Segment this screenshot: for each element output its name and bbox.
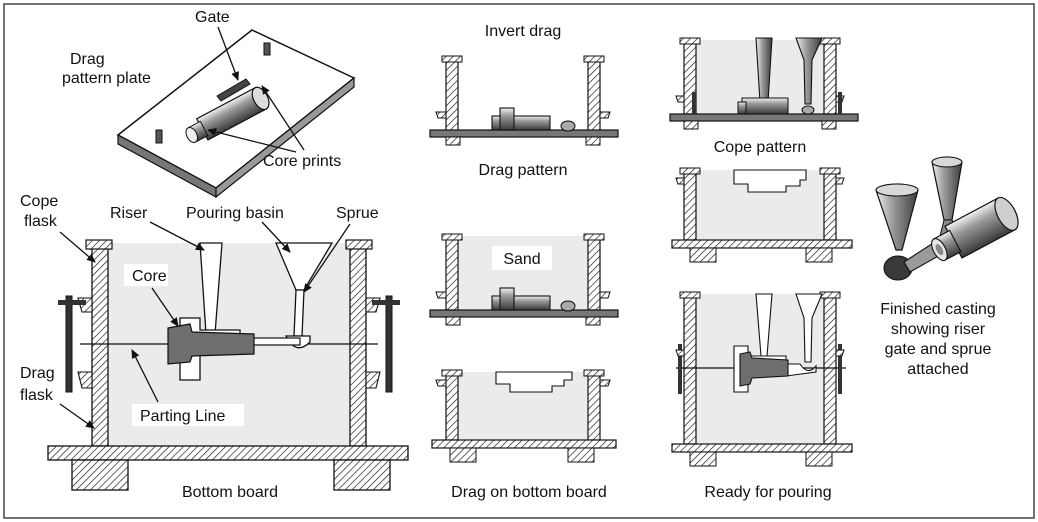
sprue-label: Sprue bbox=[336, 205, 379, 222]
drag-flask-arrow bbox=[59, 403, 95, 429]
pouring-basin-label: Pouring basin bbox=[186, 205, 284, 222]
step-cope-on-board bbox=[671, 167, 853, 263]
drag-flask-label-1: Drag bbox=[20, 365, 55, 382]
finished-casting-illustration bbox=[875, 156, 1019, 281]
step-drag-pattern bbox=[429, 55, 619, 146]
core-arrow bbox=[151, 287, 179, 327]
riser-label: Riser bbox=[110, 205, 148, 222]
gate-arrow bbox=[217, 26, 239, 81]
core-prints-arrow-1 bbox=[261, 85, 305, 151]
step-sand bbox=[429, 233, 619, 326]
finished-casting-label-2: showing riser bbox=[891, 321, 986, 338]
cope-flask-arrow bbox=[59, 231, 96, 263]
drag-on-bottom-board-label: Drag on bottom board bbox=[451, 484, 607, 501]
bottom-board-label: Bottom board bbox=[182, 484, 278, 501]
sprue-arrow bbox=[303, 223, 351, 293]
core-prints-label: Core prints bbox=[263, 153, 341, 170]
drag-flask-label-2: flask bbox=[20, 387, 54, 404]
core-prints-arrow-2 bbox=[207, 128, 297, 153]
step-ready-for-pouring bbox=[671, 291, 853, 467]
drag-pattern-cylinder bbox=[185, 86, 270, 143]
step-drag-on-bottom-board bbox=[431, 369, 617, 463]
core-shape bbox=[167, 323, 255, 365]
riser-arrow bbox=[149, 221, 205, 251]
sand-label: Sand bbox=[503, 251, 540, 268]
finished-casting-label-3: gate and sprue bbox=[885, 341, 992, 358]
drag-pattern-plate bbox=[116, 29, 356, 199]
finished-casting-label-4: attached bbox=[907, 361, 968, 378]
finished-casting-label-1: Finished casting bbox=[880, 301, 996, 318]
main-mold bbox=[47, 239, 409, 491]
gate-label: Gate bbox=[195, 9, 230, 26]
parting-line-label: Parting Line bbox=[140, 408, 225, 425]
cope-flask-label-1: Cope bbox=[20, 193, 58, 210]
drag-pattern-label: Drag pattern bbox=[479, 162, 568, 179]
ready-for-pouring-label: Ready for pouring bbox=[704, 484, 831, 501]
drag-pattern-plate-label-2: pattern plate bbox=[62, 70, 151, 87]
cope-pattern-label: Cope pattern bbox=[714, 139, 807, 156]
drag-pattern-plate-label-1: Drag bbox=[70, 51, 105, 68]
step-cope-pattern bbox=[669, 37, 859, 130]
pouring-basin-arrow bbox=[261, 221, 291, 253]
parting-line-arrow bbox=[131, 349, 159, 403]
cope-flask-label-2: flask bbox=[24, 213, 58, 230]
invert-drag-label: Invert drag bbox=[485, 23, 561, 40]
core-label: Core bbox=[132, 268, 167, 285]
